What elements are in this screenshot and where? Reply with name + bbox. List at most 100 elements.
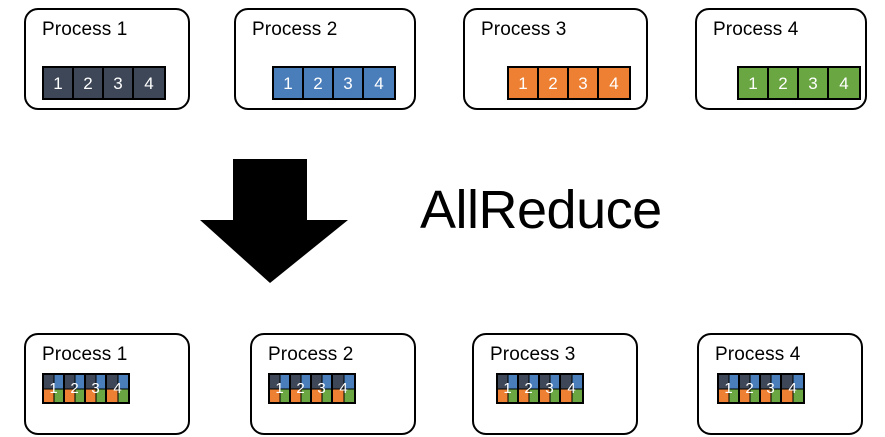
cell-label: 3 <box>545 379 554 397</box>
quadrant-orange <box>498 388 508 402</box>
data-strip: 1 2 3 4 <box>42 66 166 100</box>
process-box-after-2: Process 2 1 2 <box>250 333 416 435</box>
quadrant-green <box>117 388 128 402</box>
data-cell: 1 <box>739 68 769 98</box>
quadrant-navy <box>498 375 508 389</box>
quadrant-divider-v <box>507 375 508 402</box>
cell-label: 2 <box>778 73 788 93</box>
reduced-data-strip: 1 2 3 <box>496 373 584 404</box>
cell-label: 2 <box>70 379 79 397</box>
reduced-data-cell: 3 <box>312 375 333 402</box>
quadrant-navy <box>782 375 793 389</box>
cell-label: 3 <box>113 73 123 93</box>
quadrant-blue <box>321 375 331 389</box>
quadrant-divider-v <box>74 375 75 402</box>
quadrant-orange <box>740 388 750 402</box>
cell-label: 4 <box>374 73 384 93</box>
reduced-data-cell: 3 <box>761 375 782 402</box>
process-box-before-1: Process 1 1 2 3 4 <box>24 8 190 110</box>
process-box-before-4: Process 4 1 2 3 4 <box>695 8 867 110</box>
cell-label: 4 <box>788 379 797 397</box>
quadrant-blue <box>571 375 582 389</box>
reduced-data-cell: 4 <box>333 375 354 402</box>
quadrant-navy <box>519 375 529 389</box>
quadrant-orange <box>561 388 572 402</box>
quadrant-navy <box>761 375 771 389</box>
data-cell: 2 <box>304 68 334 98</box>
quadrant-orange <box>270 388 280 402</box>
quadrant-navy <box>86 375 96 389</box>
quadrant-navy <box>740 375 750 389</box>
quadrant-divider-v <box>117 375 118 402</box>
data-cell: 4 <box>829 68 859 98</box>
quadrant-blue <box>749 375 759 389</box>
reduced-data-strip: 1 2 3 <box>717 373 805 404</box>
reduced-data-strip: 1 2 3 <box>42 373 130 404</box>
quadrant-divider-v <box>770 375 771 402</box>
quadrant-divider-v <box>343 375 344 402</box>
quadrant-orange <box>107 388 118 402</box>
data-cell: 4 <box>364 68 394 98</box>
quadrant-green <box>528 388 538 402</box>
cell-label: 3 <box>766 379 775 397</box>
data-cell: 3 <box>799 68 829 98</box>
quadrant-green <box>770 388 780 402</box>
operation-label: AllReduce <box>420 180 662 240</box>
data-cell: 4 <box>134 68 164 98</box>
quadrant-orange <box>719 388 729 402</box>
quadrant-blue <box>74 375 84 389</box>
cell-label: 4 <box>113 379 122 397</box>
quadrant-navy <box>540 375 550 389</box>
quadrant-blue <box>792 375 803 389</box>
quadrant-orange <box>86 388 96 402</box>
quadrant-blue <box>770 375 780 389</box>
reduced-data-cell: 1 <box>44 375 65 402</box>
quadrant-blue <box>507 375 517 389</box>
reduced-data-strip: 1 2 3 <box>268 373 356 404</box>
quadrant-navy <box>333 375 344 389</box>
reduced-data-cell: 2 <box>291 375 312 402</box>
cell-label: 4 <box>144 73 154 93</box>
quadrant-divider-v <box>53 375 54 402</box>
reduced-data-cell: 4 <box>107 375 128 402</box>
quadrant-divider-v <box>321 375 322 402</box>
quadrant-green <box>53 388 63 402</box>
reduced-data-cell: 3 <box>540 375 561 402</box>
quadrant-divider-v <box>528 375 529 402</box>
quadrant-green <box>300 388 310 402</box>
reduced-data-cell: 4 <box>561 375 582 402</box>
quadrant-navy <box>561 375 572 389</box>
cell-label: 1 <box>748 73 758 93</box>
quadrant-blue <box>343 375 354 389</box>
cell-label: 4 <box>339 379 348 397</box>
cell-label: 2 <box>548 73 558 93</box>
cell-label: 1 <box>49 379 58 397</box>
cell-label: 2 <box>745 379 754 397</box>
quadrant-green <box>74 388 84 402</box>
quadrant-green <box>95 388 105 402</box>
quadrant-green <box>507 388 517 402</box>
cell-label: 3 <box>91 379 100 397</box>
reduced-data-cell: 2 <box>740 375 761 402</box>
arrow-down-icon <box>200 159 348 283</box>
quadrant-divider-v <box>279 375 280 402</box>
quadrant-orange <box>65 388 75 402</box>
process-title: Process 4 <box>713 19 799 40</box>
quadrant-orange <box>540 388 550 402</box>
quadrant-green <box>749 388 759 402</box>
cell-label: 2 <box>296 379 305 397</box>
quadrant-blue <box>95 375 105 389</box>
quadrant-blue <box>117 375 128 389</box>
process-box-after-1: Process 1 1 2 <box>24 333 190 435</box>
cell-label: 3 <box>578 73 588 93</box>
quadrant-divider-v <box>549 375 550 402</box>
reduced-data-cell: 3 <box>86 375 107 402</box>
quadrant-divider-v <box>571 375 572 402</box>
data-cell: 2 <box>539 68 569 98</box>
quadrant-navy <box>65 375 75 389</box>
process-title: Process 3 <box>481 19 567 40</box>
quadrant-divider-v <box>95 375 96 402</box>
quadrant-divider-v <box>749 375 750 402</box>
quadrant-navy <box>312 375 322 389</box>
